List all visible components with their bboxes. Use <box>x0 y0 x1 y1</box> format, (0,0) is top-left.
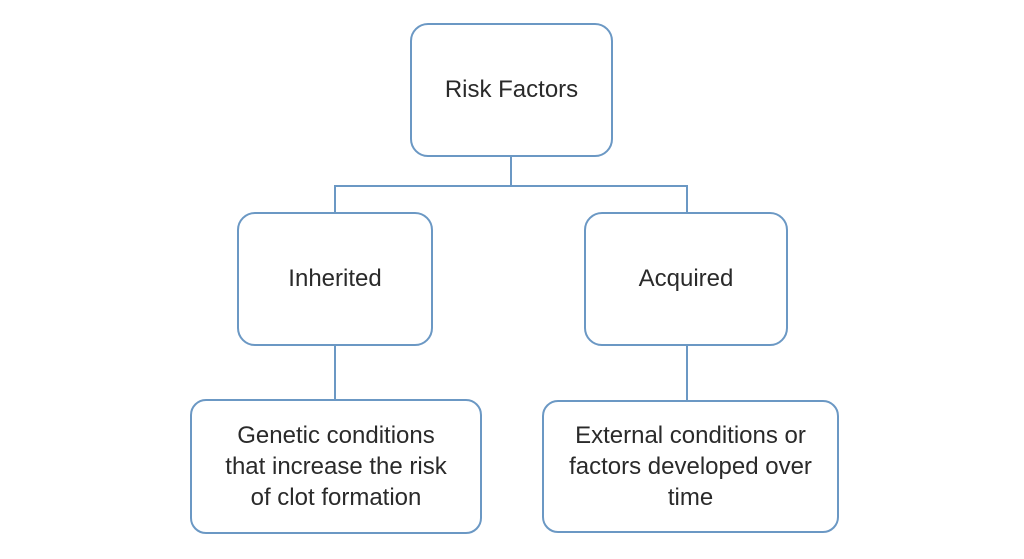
node-inherited-description: Genetic conditions that increase the ris… <box>190 399 482 534</box>
connector-split <box>334 185 688 187</box>
node-inherited: Inherited <box>237 212 433 346</box>
node-risk-factors: Risk Factors <box>410 23 613 157</box>
connector-inherited-desc <box>334 345 336 400</box>
node-inherited-label: Inherited <box>288 265 382 293</box>
connector-root-down <box>510 156 512 186</box>
node-acquired-label: Acquired <box>638 265 734 293</box>
connector-drop-acquired <box>686 186 688 213</box>
node-inherited-description-label: Genetic conditions that increase the ris… <box>225 421 447 512</box>
node-acquired: Acquired <box>584 212 788 346</box>
node-acquired-description: External conditions or factors developed… <box>542 400 839 533</box>
connector-drop-inherited <box>334 186 336 213</box>
node-risk-factors-label: Risk Factors <box>444 76 579 104</box>
connector-acquired-desc <box>686 345 688 401</box>
node-acquired-description-label: External conditions or factors developed… <box>569 421 812 512</box>
